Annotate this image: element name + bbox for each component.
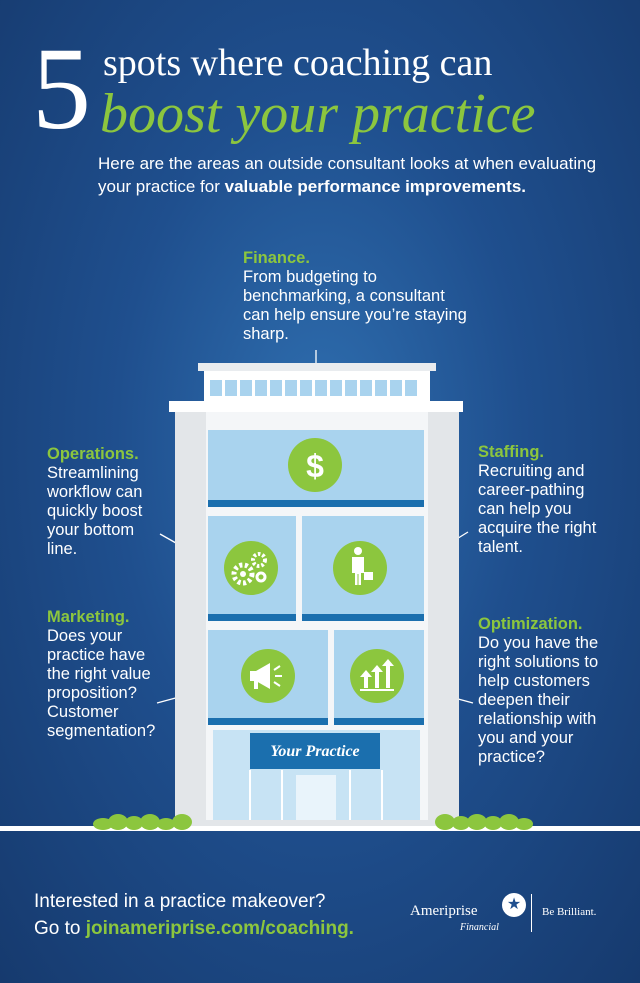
operations-body: Streamlining workflow can quickly boost … [47,464,143,558]
svg-text:$: $ [306,448,324,484]
headline-line-1: spots where coaching can [103,42,493,84]
logo-tagline: Be Brilliant. [542,906,597,918]
entrance-steps [200,820,434,826]
staffing-window-stripe [302,614,424,621]
coaching-link[interactable]: joinameriprise.com/coaching. [85,918,354,939]
marketing-callout: Marketing. Does your practice have the r… [47,608,167,741]
headline-line-2: boost your practice [100,83,536,145]
roof-windows [210,380,417,396]
intro-paragraph: Here are the areas an outside consultant… [98,152,618,198]
entrance-door [296,775,336,820]
ameriprise-logo-name: Ameriprise [410,903,478,919]
staffing-callout: Staffing. Recruiting and career-pathing … [478,443,606,557]
staffing-heading: Staffing. [478,443,544,461]
finance-heading: Finance. [243,249,310,267]
footer-line-2-prefix: Go to [34,918,81,939]
intro-bold-text: valuable performance improvements. [224,177,527,196]
operations-window-stripe [208,614,296,621]
sign-board [250,733,380,769]
sign-text: Your Practice [270,743,359,760]
operations-callout: Operations. Streamlining workflow can qu… [47,445,159,559]
right-pillar [428,412,459,830]
logo-divider [531,894,532,932]
intro-text: Here are the areas an outside consultant… [98,154,597,196]
optimization-heading: Optimization. [478,615,583,633]
finance-window-stripe [208,500,424,507]
main-cornice [169,401,463,412]
finance-callout: Finance. From budgeting to benchmarking,… [243,249,473,344]
growth-arrows-icon [350,649,404,703]
optimization-body: Do you have the right solutions to help … [478,634,599,766]
megaphone-icon [241,649,295,703]
marketing-body: Does your practice have the right value … [47,627,156,740]
gears-icon [224,541,278,595]
headline-number: 5 [32,23,91,154]
dollar-icon: $ [288,438,342,492]
roof-cap [198,363,436,371]
footer-line-2: Go to joinameriprise.com/coaching. [34,915,354,942]
left-bushes [93,814,192,830]
ground-line [0,826,640,831]
footer-cta: Interested in a practice makeover? Go to… [34,888,354,942]
lobby-mullions [249,770,383,820]
footer-line-1: Interested in a practice makeover? [34,891,326,912]
operations-heading: Operations. [47,445,139,463]
right-bushes [435,814,533,830]
ameriprise-logo-sub: Financial [460,922,499,933]
optimization-window-stripe [334,718,424,725]
marketing-heading: Marketing. [47,608,130,626]
finance-body: From budgeting to benchmarking, a consul… [243,268,467,343]
marketing-window-stripe [208,718,328,725]
left-pillar [175,412,206,830]
optimization-callout: Optimization. Do you have the right solu… [478,615,613,767]
star-logo-icon: ★ [502,893,526,917]
staffing-body: Recruiting and career-pathing can help y… [478,462,597,556]
businessperson-icon [333,541,387,595]
